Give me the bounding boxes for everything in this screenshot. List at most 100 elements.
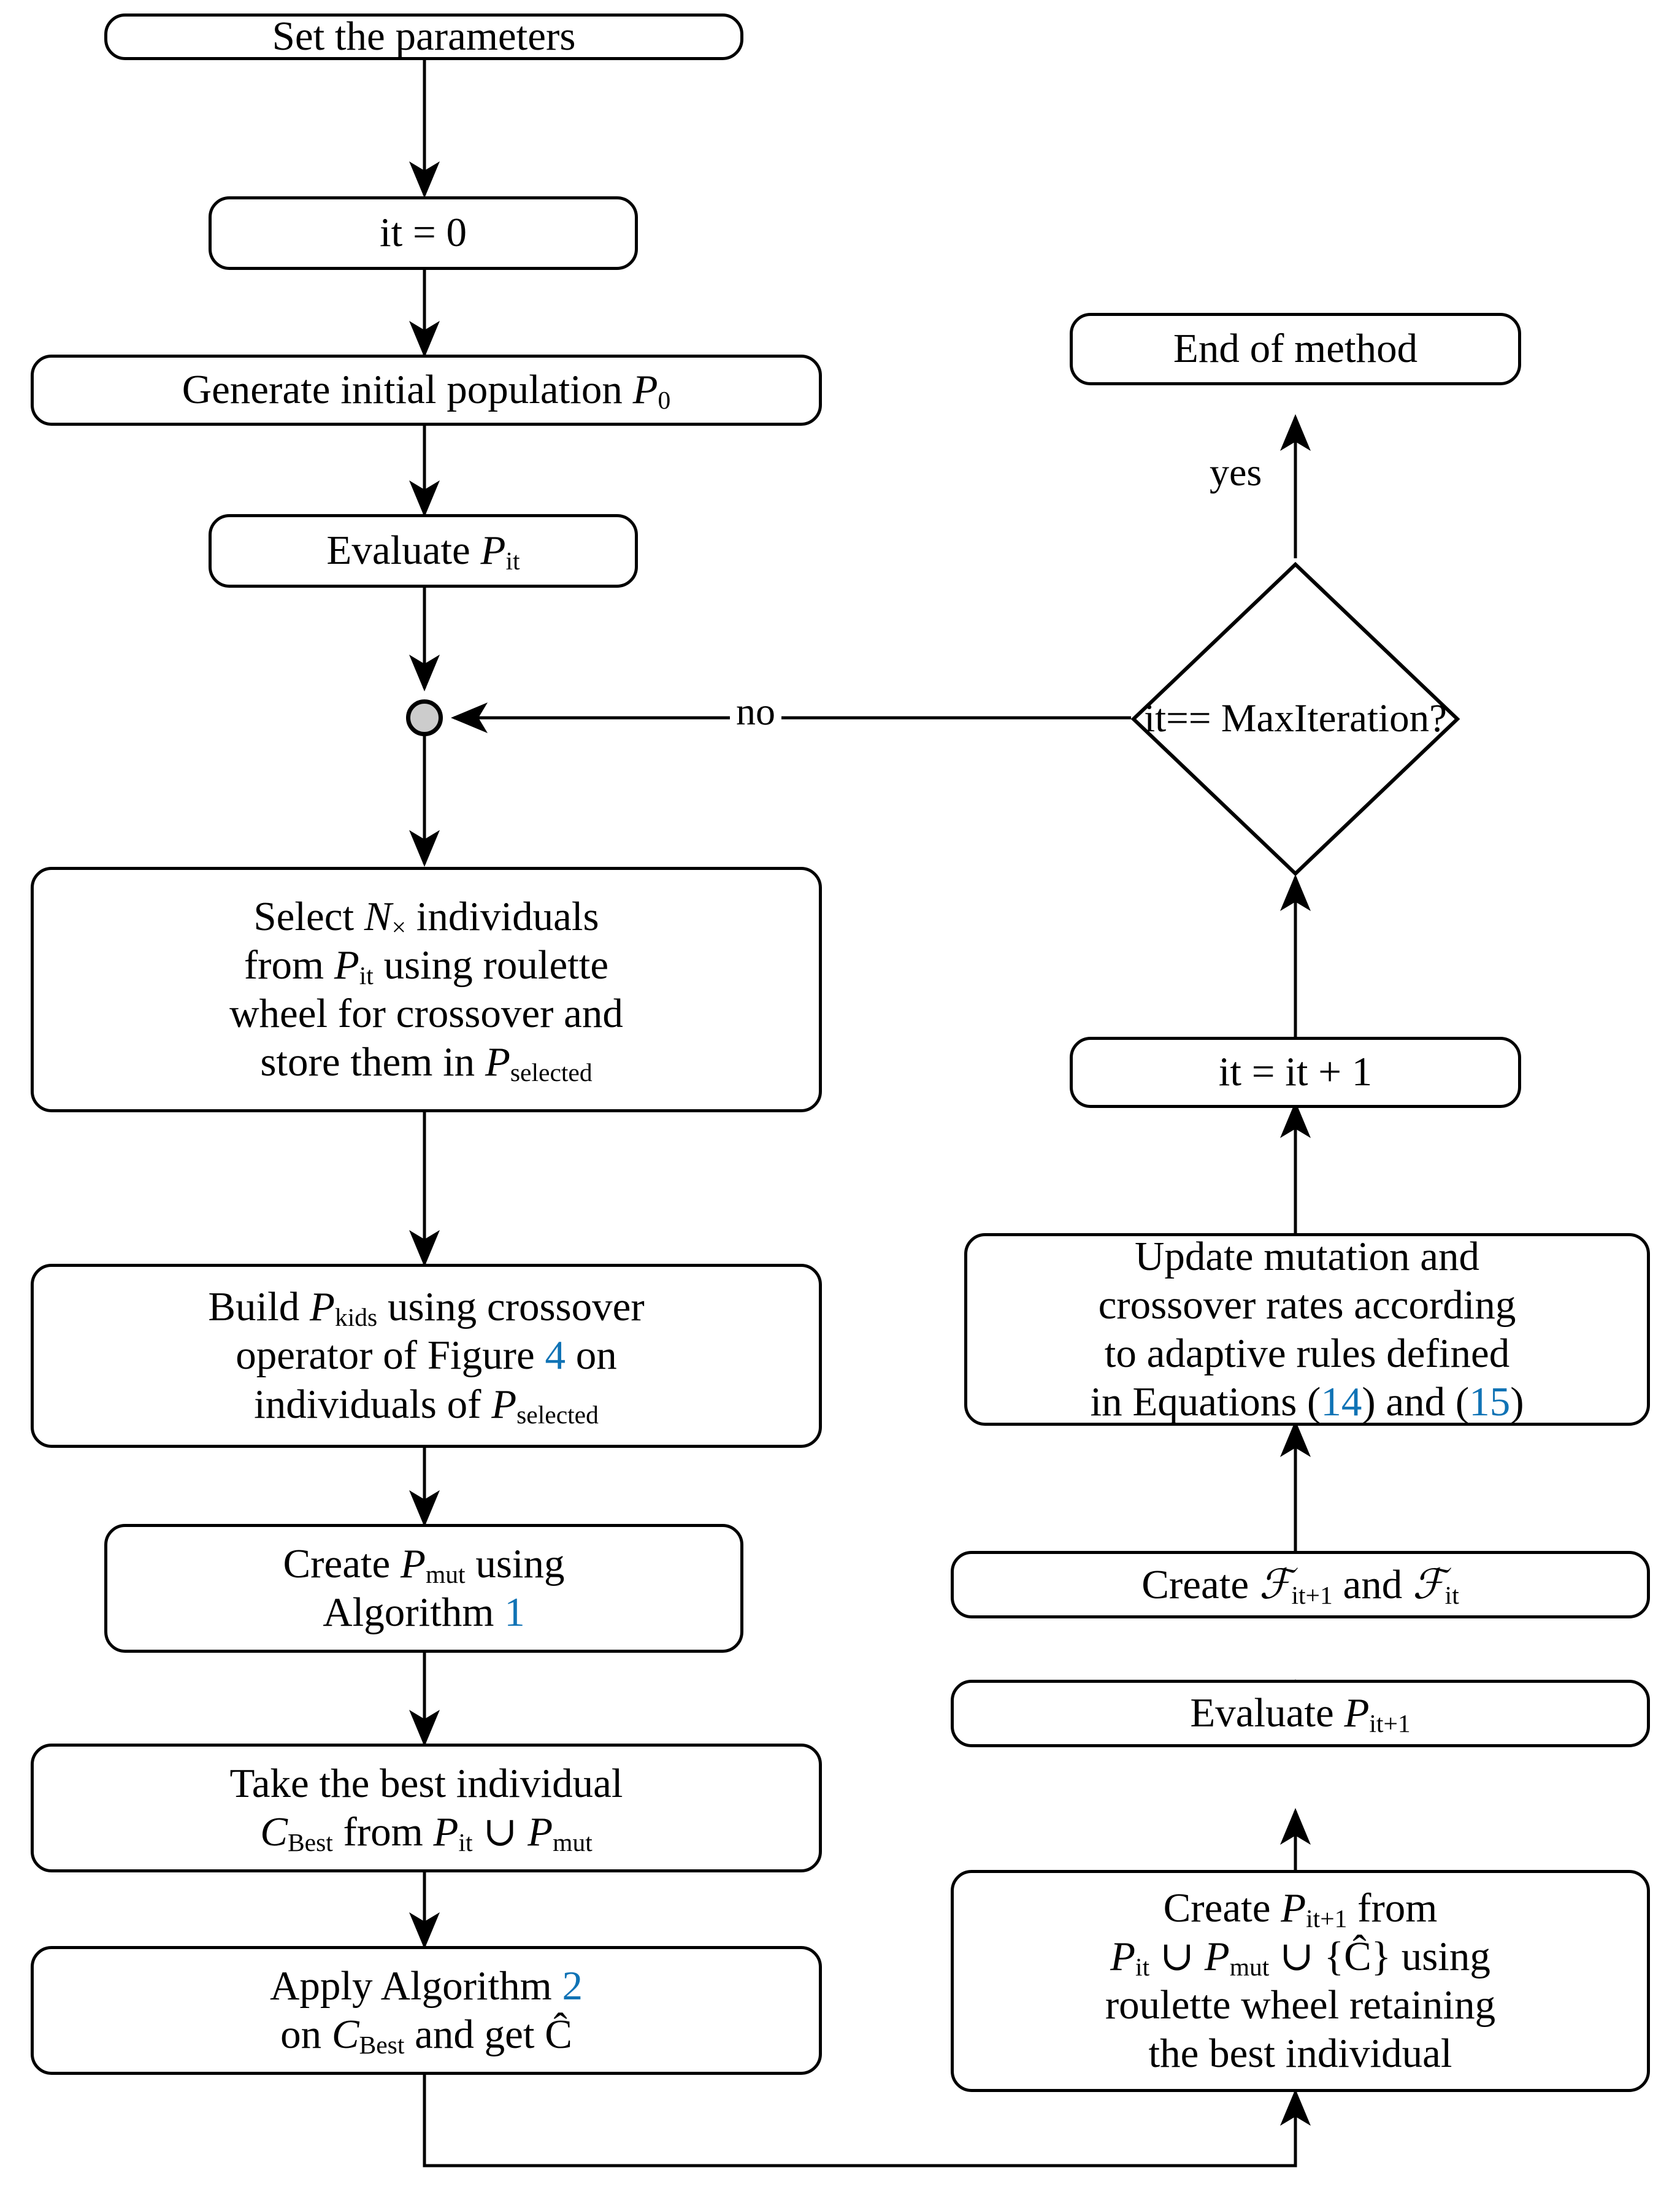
build-kids-ref[interactable]: 4 [545,1333,566,1379]
update-rates-ref[interactable]: 15 [1469,1379,1511,1425]
edge-label-yes: yes [1203,453,1268,492]
node-create-fitness[interactable]: Create ℱit+1 and ℱit [951,1551,1650,1618]
node-evaluate-pit[interactable]: Evaluate Pit [209,514,638,588]
select-individuals-text: P [334,942,359,988]
update-rates-text: ) [1510,1379,1524,1425]
update-rates-line-2: to adaptive rules defined [977,1329,1637,1378]
update-rates-ref[interactable]: 14 [1321,1379,1362,1425]
select-individuals-line-0: Select N× individuals [44,893,809,941]
node-generate-population[interactable]: Generate initial population P0 [31,355,822,426]
take-best-sub: mut [553,1828,593,1857]
create-pnext-text: P [1204,1933,1230,1979]
create-pmut-text: P [401,1540,426,1587]
update-rates-line-3: in Equations (14) and (15) [977,1378,1637,1426]
build-kids-text: operator of Figure [236,1333,545,1379]
create-pnext-sub: it+1 [1306,1904,1348,1933]
build-kids-text: Build [208,1284,310,1330]
take-best-text: P [433,1809,459,1855]
create-fitness-label: Create ℱit+1 and ℱit [964,1560,1637,1609]
select-individuals-sub: selected [510,1058,593,1087]
create-fitness-text: ℱ [1413,1560,1445,1608]
select-individuals-sub: × [391,913,407,942]
take-best-sub: it [458,1828,473,1857]
build-kids-line-1: operator of Figure 4 on [44,1331,809,1380]
select-individuals-line-1: from Pit using roulette [44,941,809,990]
evaluate-symbol-sub: it [505,547,520,575]
select-individuals-text: using roulette [373,942,609,988]
build-kids-line-2: individuals of Pselected [44,1380,809,1429]
select-individuals-text: N [364,893,392,939]
create-pnext-text: ∪ {Ĉ} using [1269,1933,1490,1979]
node-it-zero[interactable]: it = 0 [209,196,638,270]
generate-symbol: P [632,367,658,413]
apply-alg2-line-0: Apply Algorithm 2 [44,1962,809,2010]
node-evaluate-pit-label: Evaluate Pit [221,526,625,575]
build-kids-text: individuals of [254,1381,492,1427]
take-best-text: ∪ [472,1809,528,1855]
create-pmut-text: Algorithm [323,1590,505,1635]
node-it-increment-label: it = it + 1 [1218,1049,1373,1095]
create-pnext-text: from [1347,1885,1438,1931]
create-pnext-text: P [1281,1885,1306,1931]
node-end-of-method-label: End of method [1173,326,1418,372]
evaluate-pnext-text: Evaluate [1190,1690,1344,1736]
select-individuals-text: Select [253,893,364,939]
build-kids-sub: selected [516,1400,599,1429]
select-individuals-text: individuals [406,893,599,939]
generate-prefix: Generate initial population [182,367,633,413]
take-best-text: Take the best individual [229,1760,623,1806]
apply-alg2-ref[interactable]: 2 [562,1963,583,2009]
build-kids-sub: kids [334,1303,378,1332]
update-rates-text: crossover rates according [1098,1282,1516,1328]
create-fitness-sub: it+1 [1291,1581,1333,1610]
build-kids-text: P [491,1381,517,1427]
create-pnext-text: Create [1163,1885,1281,1931]
update-rates-text: ) and ( [1362,1379,1470,1425]
create-fitness-text: Create [1141,1561,1259,1607]
node-evaluate-pnext[interactable]: Evaluate Pit+1 [951,1680,1650,1747]
create-fitness-text: ℱ [1259,1560,1292,1608]
node-generate-population-label: Generate initial population P0 [44,366,809,414]
diamond-shape [1131,562,1460,876]
build-kids-text: on [565,1333,617,1379]
create-pnext-sub: it [1135,1953,1150,1982]
decision-line-1: Iteration? [1294,696,1447,741]
create-pmut-text: Create [283,1540,401,1587]
select-individuals-line-3: store them in Pselected [44,1038,809,1087]
create-pmut-line-0: Create Pmut using [117,1540,731,1588]
node-set-parameters[interactable]: Set the parameters [104,13,743,60]
apply-alg2-text: Apply Algorithm [270,1963,562,2009]
edge-label-no: no [730,692,781,731]
take-best-text: from [332,1809,434,1855]
evaluate-pnext-label: Evaluate Pit+1 [964,1689,1637,1737]
create-pnext-line-3: the best individual [964,2029,1637,2078]
create-pmut-ref[interactable]: 1 [504,1590,525,1635]
node-it-zero-label: it = 0 [379,210,467,256]
create-pnext-text: roulette wheel retaining [1105,1982,1496,2028]
node-it-increment[interactable]: it = it + 1 [1070,1037,1521,1108]
create-fitness-sub: it [1444,1581,1459,1610]
evaluate-symbol: P [480,528,506,574]
node-end-of-method[interactable]: End of method [1070,313,1521,385]
select-individuals-text: from [244,942,334,988]
merge-node[interactable] [406,699,443,736]
evaluate-prefix: Evaluate [326,528,481,574]
node-set-parameters-label: Set the parameters [272,13,576,60]
evaluate-pnext-sub: it+1 [1369,1709,1411,1738]
create-pmut-sub: mut [425,1560,466,1589]
create-pnext-sub: mut [1229,1953,1270,1982]
build-kids-text: using crossover [377,1284,645,1330]
update-rates-text: to adaptive rules defined [1104,1331,1510,1376]
select-individuals-text: wheel for crossover and [229,991,623,1036]
